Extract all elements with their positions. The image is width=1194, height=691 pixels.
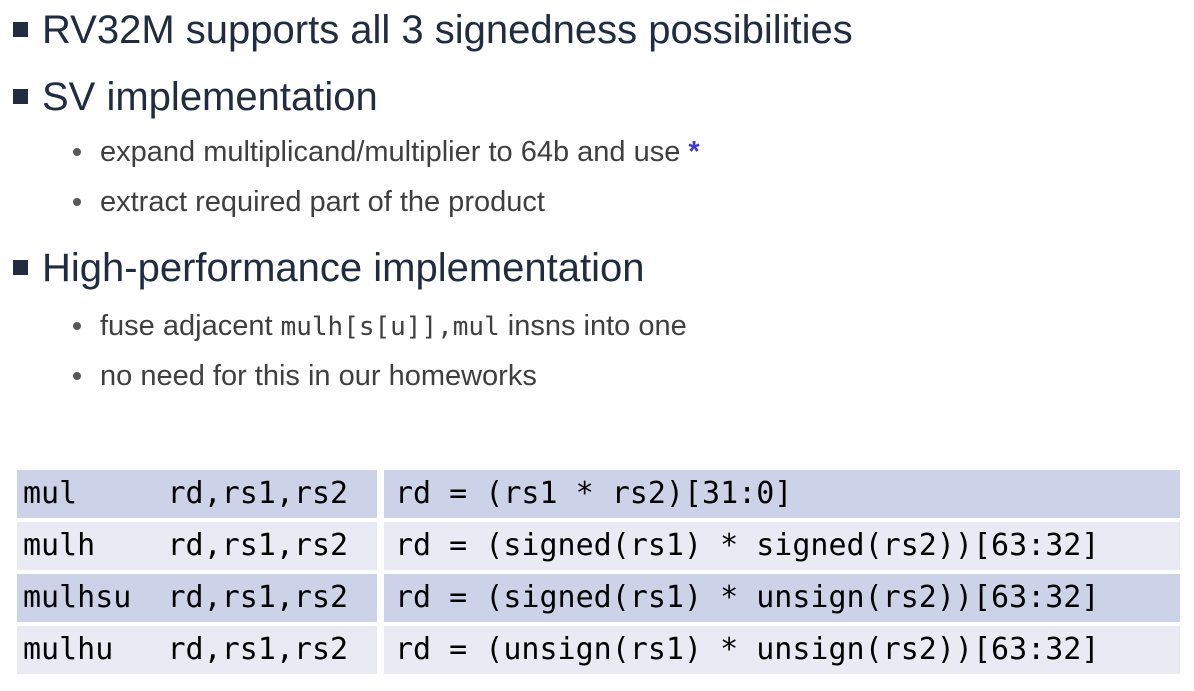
bullet-item-sv-implementation: SV implementation bbox=[13, 75, 378, 119]
semantics-cell-mulhu: rd = (unsign(rs1) * unsign(rs2))[63:32] bbox=[384, 626, 1180, 674]
mnemonic: mulh bbox=[23, 528, 96, 563]
dot-bullet-icon bbox=[73, 198, 81, 206]
instruction-cell-mul: mul rd,rs1,rs2 bbox=[17, 470, 377, 518]
square-bullet-icon bbox=[13, 260, 28, 275]
asterisk-link[interactable]: * bbox=[688, 136, 700, 168]
dot-bullet-icon bbox=[73, 148, 81, 156]
inline-code-mulh: mulh[s[u]],mul bbox=[280, 312, 500, 342]
dot-bullet-icon bbox=[73, 372, 81, 380]
square-bullet-icon bbox=[13, 89, 28, 104]
sub-bullet-extract: extract required part of the product bbox=[73, 184, 545, 220]
mnemonic: mulhu bbox=[23, 632, 114, 667]
instruction-table: mul rd,rs1,rs2 rd = (rs1 * rs2)[31:0] mul… bbox=[17, 470, 1180, 674]
semantics-cell-mulhsu: rd = (signed(rs1) * unsign(rs2))[63:32] bbox=[384, 574, 1180, 622]
bullet-item-rv32m: RV32M supports all 3 signedness possibil… bbox=[13, 8, 853, 52]
sub-bullet-text-no-need: no need for this in our homeworks bbox=[100, 360, 537, 392]
semantics-cell-mul: rd = (rs1 * rs2)[31:0] bbox=[384, 470, 1180, 518]
operands: rd,rs1,rs2 bbox=[167, 476, 349, 511]
sub-bullet-expand: expand multiplicand/multiplier to 64b an… bbox=[73, 134, 700, 170]
semantics-cell-mulh: rd = (signed(rs1) * signed(rs2))[63:32] bbox=[384, 522, 1180, 570]
sub-bullet-text-fuse: fuse adjacent mulh[s[u]],mul insns into … bbox=[100, 308, 687, 345]
instruction-cell-mulh: mulh rd,rs1,rs2 bbox=[17, 522, 377, 570]
dot-bullet-icon bbox=[73, 322, 81, 330]
bullet-item-high-performance: High-performance implementation bbox=[13, 246, 645, 290]
sub-bullet-text-segment: fuse adjacent bbox=[100, 310, 281, 342]
bullet-label-sv-implementation: SV implementation bbox=[42, 75, 378, 119]
bullet-label-rv32m: RV32M supports all 3 signedness possibil… bbox=[42, 8, 853, 52]
sub-bullet-no-need: no need for this in our homeworks bbox=[73, 358, 537, 394]
bullet-label-high-performance: High-performance implementation bbox=[42, 246, 645, 290]
instruction-cell-mulhu: mulhu rd,rs1,rs2 bbox=[17, 626, 377, 674]
mnemonic: mulhsu bbox=[23, 580, 132, 615]
sub-bullet-text-segment: insns into one bbox=[499, 310, 687, 342]
mnemonic: mul bbox=[23, 476, 78, 511]
sub-bullet-text-extract: extract required part of the product bbox=[100, 186, 545, 218]
instruction-cell-mulhsu: mulhsu rd,rs1,rs2 bbox=[17, 574, 377, 622]
sub-bullet-text-expand: expand multiplicand/multiplier to 64b an… bbox=[100, 134, 700, 170]
operands: rd,rs1,rs2 bbox=[167, 528, 349, 563]
operands: rd,rs1,rs2 bbox=[167, 580, 349, 615]
sub-bullet-text-segment: expand multiplicand/multiplier to 64b an… bbox=[100, 136, 689, 168]
square-bullet-icon bbox=[13, 22, 28, 37]
sub-bullet-fuse: fuse adjacent mulh[s[u]],mul insns into … bbox=[73, 308, 687, 345]
operands: rd,rs1,rs2 bbox=[167, 632, 349, 667]
